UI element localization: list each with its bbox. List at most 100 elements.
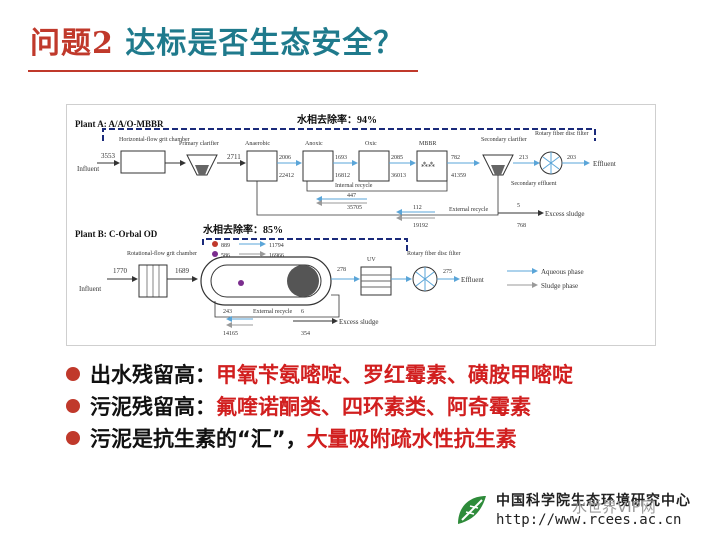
external-recycle-line-b <box>214 294 340 318</box>
logo-url[interactable]: http://www.rcees.ac.cn <box>496 512 682 528</box>
value-sec-clar: 213 <box>519 155 528 161</box>
bullet-dot-icon <box>66 367 80 381</box>
plant-a-excess-label: Excess sludge <box>545 210 584 218</box>
grit-chamber-b-label: Rotational-flow grit chamber <box>127 250 197 257</box>
mbbr-label: MBBR <box>419 141 436 147</box>
value-uv-in: 278 <box>337 267 346 273</box>
institution-logo: 中国科学院生态环境研究中心 http://www.rcees.ac.cn 水世界… <box>452 484 712 536</box>
grit-chamber-b-pattern <box>146 265 160 297</box>
plant-a-removal-label: 水相去除率：94% <box>296 113 377 126</box>
plant-a-influent-value: 3553 <box>101 152 116 160</box>
value-excess-b-sl: 354 <box>301 331 310 337</box>
bullet-item: 污泥是抗生素的“汇”， 大量吸附疏水性抗生素 <box>66 422 573 454</box>
title-main: 达标是否生态安全？ <box>125 26 405 61</box>
primary-clarifier-sludge <box>195 165 209 175</box>
value-excess-b-aq: 6 <box>301 309 304 315</box>
bullet-key: 出水残留高： <box>90 363 216 387</box>
value-mbbr-aq: 782 <box>451 155 460 161</box>
value-anaerobic-sl: 22412 <box>279 173 294 179</box>
external-recycle-label-a: External recycle <box>449 207 488 213</box>
secondary-clarifier-sludge <box>491 165 505 175</box>
anaerobic-label: Anaerobic <box>245 141 270 147</box>
uv-label: UV <box>367 257 376 263</box>
rotary-filter-a-pattern <box>542 152 560 174</box>
value-int-recycle-aq: 447 <box>347 193 356 199</box>
value-oxic-sl: 36013 <box>391 173 406 179</box>
bullet-list: 出水残留高： 甲氧苄氨嘧啶、罗红霉素、磺胺甲嘧啶 污泥残留高： 氟喹诺酮类、四环… <box>66 358 573 454</box>
external-recycle-line-a <box>256 175 499 216</box>
value-ext-recycle-aq: 112 <box>413 205 422 211</box>
plant-b-removal-bracket <box>202 238 408 253</box>
value-11794: 11794 <box>269 243 284 249</box>
title-underline <box>28 70 418 72</box>
internal-recycle-label: Internal recycle <box>335 183 373 189</box>
value-ext-b-sl: 14165 <box>223 331 238 337</box>
process-diagram: Plant A: A/A/O-MBBR 水相去除率：94% Influent 3… <box>66 104 656 346</box>
value-int-recycle-sl: 35705 <box>347 205 362 211</box>
rotary-filter-b-label: Rotary fiber disc filter <box>407 250 460 257</box>
value-anoxic-sl: 16812 <box>335 173 350 179</box>
bullet-key: 污泥残留高： <box>90 395 216 419</box>
value-excess-sl-a: 768 <box>517 223 526 229</box>
value-586: 586 <box>221 253 230 259</box>
anoxic-tank <box>302 150 334 182</box>
plant-a-influent-label: Influent <box>77 165 99 173</box>
title-prefix: 问题2 <box>30 26 114 61</box>
value-ext-recycle-sl: 19192 <box>413 223 428 229</box>
marker-586 <box>212 251 218 257</box>
bullet-item: 污泥残留高： 氟喹诺酮类、四环素类、阿奇霉素 <box>66 390 573 422</box>
plant-a-label: Plant A: A/A/O-MBBR <box>75 119 164 129</box>
value-16966: 16966 <box>269 253 284 259</box>
bullet-dot-icon <box>66 399 80 413</box>
plant-b-effluent-label: Effluent <box>461 276 484 284</box>
plant-a-removal-bracket <box>102 128 596 141</box>
legend-sludge-label: Sludge phase <box>541 282 578 290</box>
mbbr-tank <box>416 150 448 182</box>
mbbr-media-icon: ⁂⁂ <box>421 161 435 169</box>
anaerobic-tank <box>246 150 278 182</box>
value-mbbr-sl: 41359 <box>451 173 466 179</box>
marker-889 <box>212 241 218 247</box>
grit-chamber-a <box>120 150 166 174</box>
value-effluent-b: 275 <box>443 269 452 275</box>
process-diagram-svg: Plant A: A/A/O-MBBR 水相去除率：94% Influent 3… <box>75 113 616 337</box>
bullet-value: 氟喹诺酮类、四环素类、阿奇霉素 <box>216 395 531 419</box>
rotary-filter-b-pattern <box>415 267 435 291</box>
logo-chinese-name: 中国科学院生态环境研究中心 <box>496 493 691 509</box>
slide-title: 问题2 达标是否生态安全？ <box>30 18 404 62</box>
value-ext-b-aq: 243 <box>223 309 232 315</box>
legend-aqueous-label: Aqueous phase <box>541 268 584 276</box>
value-after-primary: 2711 <box>227 153 241 161</box>
plant-b-removal-label: 水相去除率：85% <box>202 223 283 236</box>
value-889: 889 <box>221 243 230 249</box>
plant-b-influent-label: Influent <box>79 285 101 293</box>
value-after-grit: 1689 <box>175 267 190 275</box>
oxic-tank <box>358 150 390 182</box>
orbal-core <box>287 265 319 297</box>
value-excess-aq-a: 5 <box>517 203 520 209</box>
leaf-logo-icon <box>458 496 486 524</box>
external-recycle-label-b: External recycle <box>253 309 292 315</box>
watermark-text: 水世界VIP网 <box>572 498 656 516</box>
value-influent-b: 1770 <box>113 267 128 275</box>
bullet-item: 出水残留高： 甲氧苄氨嘧啶、罗红霉素、磺胺甲嘧啶 <box>66 358 573 390</box>
value-oxic-aq: 2085 <box>391 155 403 161</box>
value-effluent-a: 203 <box>567 155 576 161</box>
plant-b-label: Plant B: C-Orbal OD <box>75 229 158 239</box>
rotary-filter-a-label: Rotary fiber disc filter <box>535 130 588 137</box>
secondary-clarifier-label: Secondary clarifier <box>481 136 527 143</box>
grit-chamber-a-label: Horizontal-flow grit chamber <box>119 136 190 143</box>
value-anaerobic-aq: 2006 <box>279 155 291 161</box>
value-anoxic-aq: 1693 <box>335 155 347 161</box>
bullet-key: 污泥是抗生素的“汇”， <box>90 427 307 451</box>
orbal-dot <box>238 280 244 286</box>
bullet-value: 大量吸附疏水性抗生素 <box>306 427 517 451</box>
oxic-label: Oxic <box>365 141 377 147</box>
secondary-effluent-label: Secondary effluent <box>511 180 557 187</box>
primary-clarifier-label: Primary clarifier <box>179 140 219 147</box>
plant-b-excess-label: Excess sludge <box>339 318 378 326</box>
plant-a-effluent-label: Effluent <box>593 160 616 168</box>
uv-unit-pattern <box>361 274 391 288</box>
bullet-value: 甲氧苄氨嘧啶、罗红霉素、磺胺甲嘧啶 <box>216 363 573 387</box>
anoxic-label: Anoxic <box>305 141 323 147</box>
